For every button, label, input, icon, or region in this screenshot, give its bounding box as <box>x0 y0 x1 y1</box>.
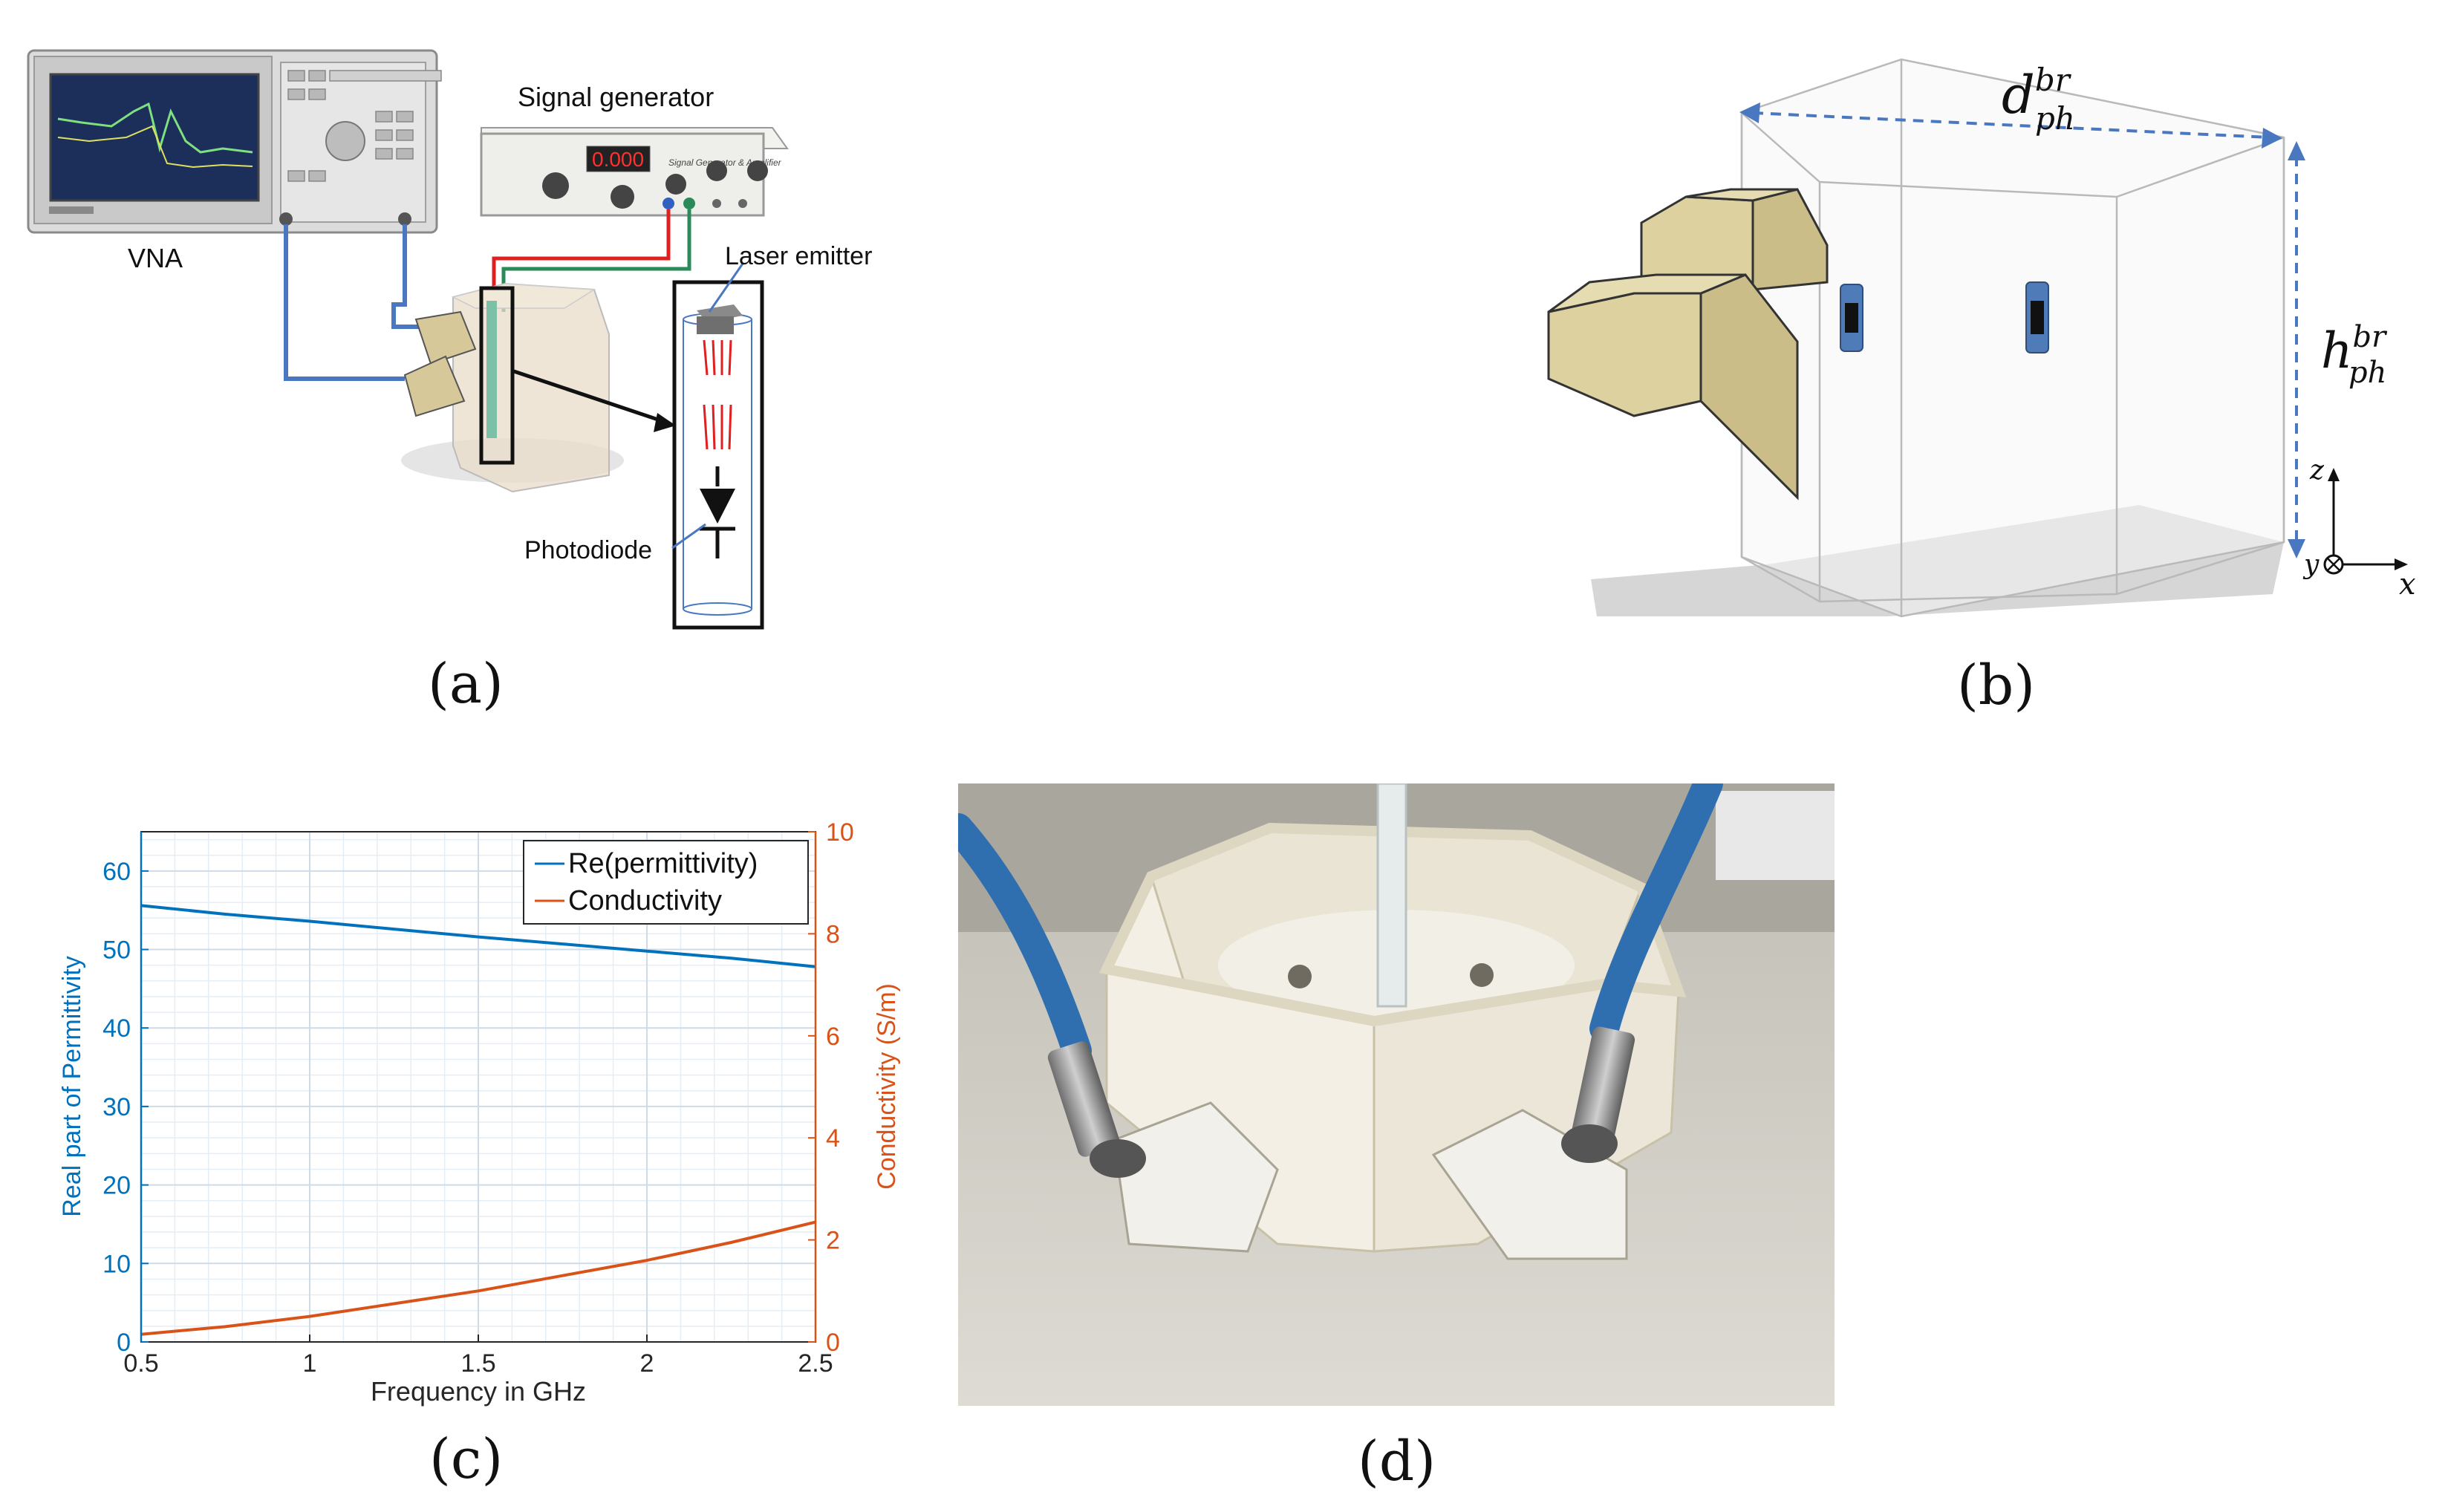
photodiode-symbol <box>700 466 735 558</box>
horn-antenna-2 <box>1547 273 1799 501</box>
y-left-tick-label: 0 <box>117 1329 131 1357</box>
y-right-tick-label: 0 <box>826 1329 840 1357</box>
setup-diagram: VNA 0.000 Signal Generator & Amplifier S… <box>27 49 872 630</box>
series-line-permittivity <box>140 904 816 968</box>
cable-right <box>1589 769 1723 1043</box>
chart-series <box>140 904 816 1336</box>
legend-label-conductivity: Conductivity <box>568 885 722 916</box>
caption-b: (b) <box>1957 654 2036 717</box>
y-axis-right-label: Conductivity (S/m) <box>873 983 901 1190</box>
y-left-tick-label: 30 <box>102 1093 131 1121</box>
cable-vna-port2 <box>391 224 453 329</box>
waveguide-left <box>1113 1101 1279 1253</box>
photo-box-right <box>1716 791 1835 880</box>
zoom-arrow <box>513 369 665 424</box>
chart-legend: Re(permittivity) Conductivity <box>523 840 809 925</box>
caption-c: (c) <box>429 1427 504 1491</box>
cable-sg-red <box>492 209 671 312</box>
dimension-d-arrow <box>1752 111 2270 139</box>
y-left-tick-label: 40 <box>102 1014 131 1043</box>
y-left-tick-label: 20 <box>102 1172 131 1200</box>
vna-instrument <box>27 49 442 234</box>
y-right-tick-label: 10 <box>826 818 854 847</box>
caption-a: (a) <box>428 652 504 716</box>
zoom-target-box <box>672 280 764 630</box>
panel-d: (d) <box>943 769 1835 1512</box>
container-rim <box>1098 822 1687 1027</box>
zoom-source-box <box>479 286 515 465</box>
dimension-h-head-bottom <box>2288 539 2305 558</box>
connector-left <box>1047 1041 1120 1157</box>
axis-z-label: z <box>2309 455 2325 486</box>
signal-generator-display: 0.000 <box>592 148 644 171</box>
photodiode-leader <box>671 523 706 550</box>
dimension-h-base: h <box>2321 322 2353 379</box>
y-right-tick-label: 8 <box>826 920 840 948</box>
series-line-conductivity <box>140 1220 816 1336</box>
zoom-arrow-head <box>654 413 676 432</box>
phantom-photo <box>943 769 1835 1406</box>
laser-emitter-block <box>697 304 743 334</box>
photodiode-label: Photodiode <box>524 536 652 564</box>
center-tube <box>1376 782 1407 1008</box>
dimension-d-base: d <box>2002 65 2035 126</box>
laser-emitter-label: Laser emitter <box>725 242 872 270</box>
cable-left <box>943 813 1092 1066</box>
test-tube-2 <box>2025 281 2049 353</box>
dimension-h-head-top <box>2288 141 2305 160</box>
axis-indicator <box>2323 468 2408 575</box>
axis-x-label: x <box>2399 567 2416 602</box>
dimension-h-sub: ph <box>2348 356 2386 390</box>
x-tick-label: 1 <box>303 1349 317 1378</box>
caption-d: (d) <box>1358 1430 1436 1493</box>
y-left-tick-label: 50 <box>102 936 131 965</box>
dimension-d-sub: ph <box>2035 100 2075 137</box>
x-tick-label: 0.5 <box>123 1349 158 1378</box>
y-right-tick-label: 6 <box>826 1023 840 1051</box>
legend-label-permittivity: Re(permittivity) <box>568 848 758 879</box>
x-axis-label: Frequency in GHz <box>371 1376 586 1407</box>
y-left-tick-label: 10 <box>102 1250 131 1278</box>
cable-vna-port1 <box>284 224 405 381</box>
y-right-tick-label: 2 <box>826 1227 840 1255</box>
dimension-d-head-right <box>2262 128 2282 149</box>
signal-generator-label: Signal generator <box>518 82 714 112</box>
laser-beams <box>703 339 732 450</box>
laser-leader <box>708 263 744 313</box>
connector-right <box>1572 1026 1635 1142</box>
x-tick-label: 1.5 <box>460 1349 495 1378</box>
test-tube <box>683 313 752 616</box>
hex-prism <box>1740 58 2285 618</box>
y-left-tick-label: 60 <box>102 858 131 886</box>
x-tick-label: 2.5 <box>798 1349 833 1378</box>
test-tube-1 <box>1840 284 1863 352</box>
y-right-tick-label: 4 <box>826 1124 840 1153</box>
panel-a: VNA 0.000 Signal Generator & Amplifier S… <box>0 0 966 716</box>
dimension-d-head-left <box>1739 102 1760 123</box>
dimension-d-sup: br <box>2035 62 2072 98</box>
signal-generator-instrument: 0.000 Signal Generator & Amplifier <box>480 127 789 217</box>
axis-y-label: y <box>2302 550 2320 580</box>
x-tick-label: 2 <box>640 1349 654 1378</box>
dimension-h-sup: br <box>2353 320 2389 354</box>
y-axis-left-label: Real part of Permittivity <box>58 956 86 1216</box>
vna-label: VNA <box>128 243 183 273</box>
